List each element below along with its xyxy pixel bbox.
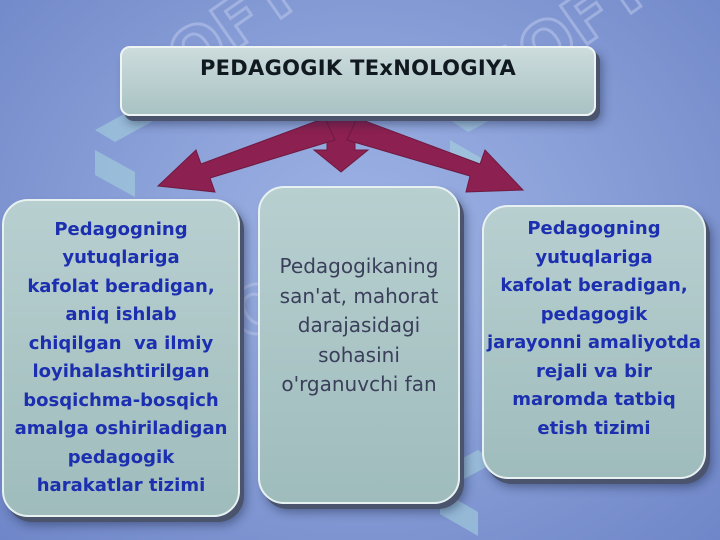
arrow-right	[346, 117, 525, 193]
middle-definition-text: Pedagogikaning san'at, mahorat darajasid…	[279, 254, 439, 396]
title-box: PEDAGOGIK TExNOLOGIYA	[120, 46, 596, 116]
arrow-left	[156, 117, 336, 193]
left-definition-box: Pedagogning yutuqlariga kafolat beradiga…	[2, 199, 240, 517]
right-definition-text: Pedagogning yutuqlariga kafolat beradiga…	[486, 218, 702, 439]
diagram-title: PEDAGOGIK TExNOLOGIYA	[199, 56, 517, 80]
right-definition-box: Pedagogning yutuqlariga kafolat beradiga…	[482, 205, 706, 479]
middle-definition-box: Pedagogikaning san'at, mahorat darajasid…	[258, 186, 460, 504]
left-definition-text: Pedagogning yutuqlariga kafolat beradiga…	[14, 218, 228, 497]
